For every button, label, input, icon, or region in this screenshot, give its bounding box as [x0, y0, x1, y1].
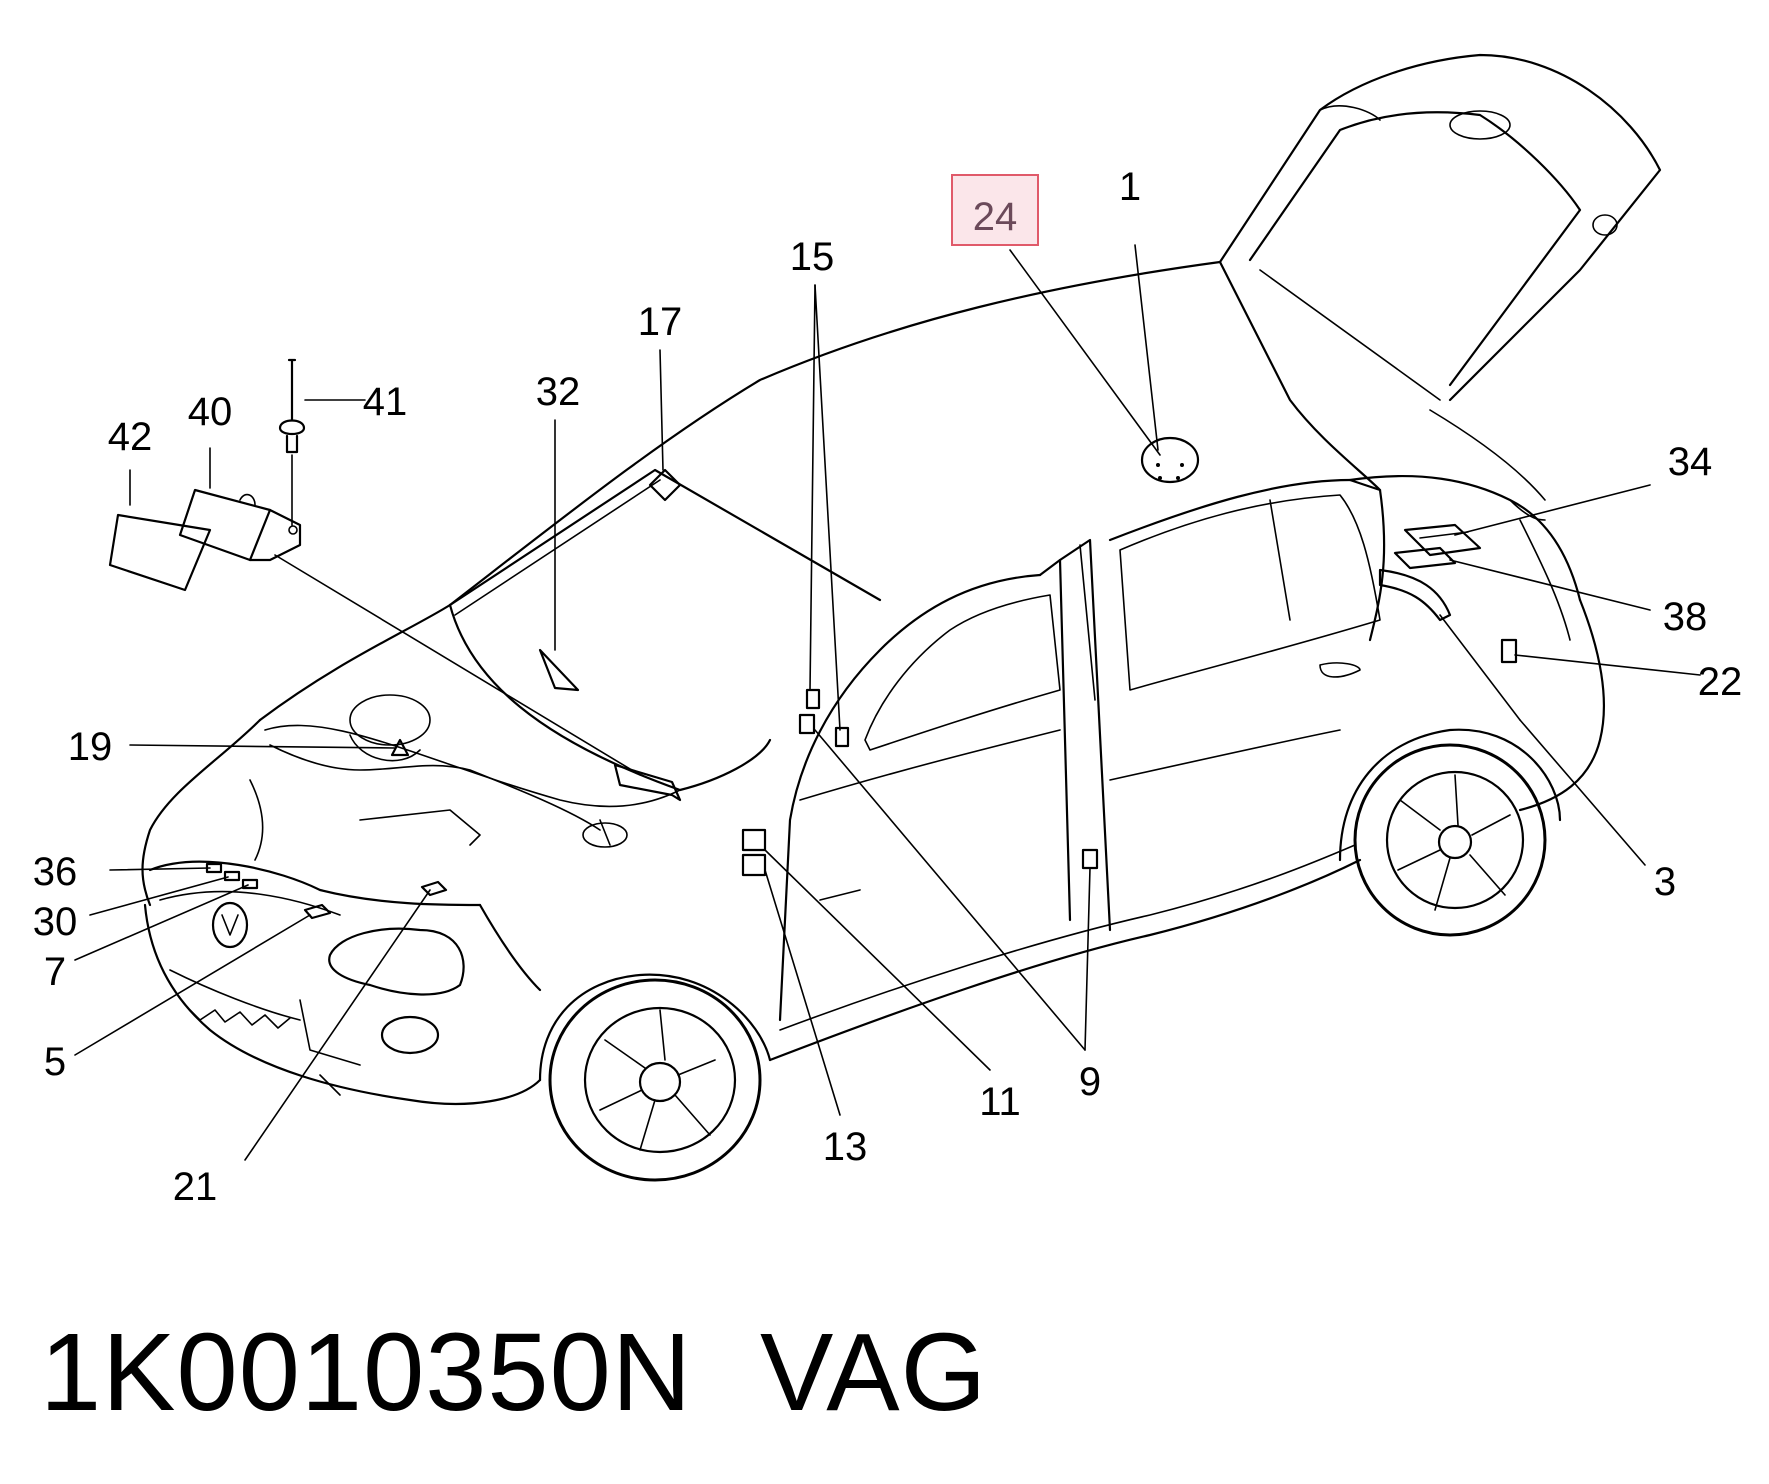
door-jamb-label-1 [741, 828, 767, 852]
callout-7: 7 [44, 950, 66, 994]
roof-label-disc [1140, 436, 1200, 484]
front-label-21 [420, 880, 448, 897]
front-label-7 [241, 878, 259, 890]
engine-bay-triangle [390, 738, 410, 757]
windshield-sticker [648, 468, 682, 502]
callout-32: 32 [536, 370, 581, 414]
callout-30: 30 [33, 900, 78, 944]
label-set-34 [1403, 523, 1482, 557]
brand-name: VAG [760, 1311, 987, 1434]
callout-17: 17 [638, 300, 683, 344]
door-jamb-label-2 [741, 853, 767, 877]
car-outline [141, 53, 1662, 1182]
callout-41: 41 [363, 380, 408, 424]
arch-liner-label [1378, 568, 1452, 622]
callout-15: 15 [790, 235, 835, 279]
a-pillar-label-3 [834, 726, 850, 748]
callout-21: 21 [173, 1165, 218, 1209]
leader-lines [74, 244, 1701, 1161]
callout-34: 34 [1668, 440, 1713, 484]
callout-11: 11 [979, 1080, 1021, 1124]
callout-5: 5 [44, 1040, 66, 1084]
callout-1: 1 [1119, 165, 1141, 209]
a-pillar-label-1 [805, 688, 821, 710]
label-set-38 [1393, 546, 1457, 570]
callout-38: 38 [1663, 595, 1708, 639]
callout-9: 9 [1079, 1060, 1101, 1104]
bracket-40 [178, 488, 272, 562]
callout-24: 24 [973, 195, 1018, 239]
callout-40: 40 [188, 390, 233, 434]
b-pillar-label [1081, 848, 1099, 870]
callout-3: 3 [1654, 860, 1676, 904]
warning-triangle [538, 648, 580, 692]
callout-42: 42 [108, 415, 153, 459]
front-label-30 [223, 870, 241, 882]
callout-13: 13 [823, 1125, 868, 1169]
mirror-bracket-label [613, 763, 682, 802]
callout-36: 36 [33, 850, 78, 894]
callout-19: 19 [68, 725, 113, 769]
callout-22: 22 [1698, 660, 1743, 704]
rivet-41 [287, 358, 297, 422]
rear-label [1500, 638, 1518, 664]
part-number: 1K0010350N [40, 1311, 692, 1434]
a-pillar-label-2 [798, 713, 816, 735]
loose-label-42 [108, 513, 212, 592]
callout-labels: 1 3 5 7 9 11 13 15 17 19 21 22 24 30 32 … [33, 165, 1743, 1209]
callout-24-highlight [951, 174, 1039, 246]
